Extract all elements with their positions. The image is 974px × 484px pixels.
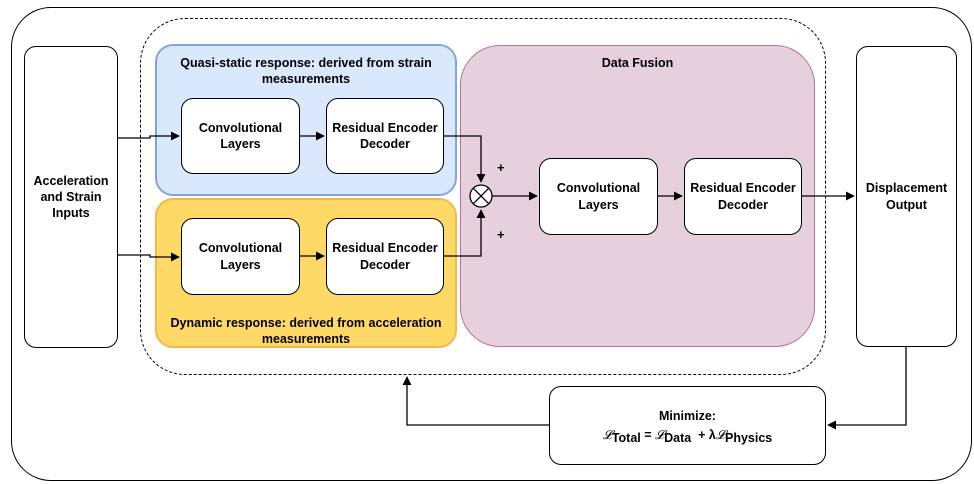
output-box: Displacement Output bbox=[856, 46, 957, 347]
inputs-box: Acceleration and Strain Inputs bbox=[24, 46, 118, 348]
outer-container bbox=[11, 7, 972, 481]
plus-sign-bottom: + bbox=[497, 227, 505, 242]
loss-sub-physics: Physics bbox=[724, 431, 773, 445]
quasi-conv-layers: Convolutional Layers bbox=[181, 98, 300, 174]
quasi-residual-encoder-decoder: Residual Encoder Decoder bbox=[326, 98, 444, 174]
dynamic-title: Dynamic response: derived from accelerat… bbox=[170, 316, 442, 347]
loss-plus-lambda: + λ bbox=[691, 428, 716, 442]
loss-equals: = bbox=[640, 428, 656, 442]
loss-box: Minimize: 𝓛Total = 𝓛Data + λ𝓛Physics bbox=[549, 386, 826, 465]
data-fusion-title: Data Fusion bbox=[601, 56, 674, 70]
loss-symbol-data: 𝓛 bbox=[655, 427, 665, 442]
loss-equation: 𝓛Total = 𝓛Data + λ𝓛Physics bbox=[602, 427, 773, 445]
loss-symbol-total: 𝓛 bbox=[602, 427, 612, 442]
dynamic-conv-layers: Convolutional Layers bbox=[181, 218, 300, 295]
loss-symbol-physics: 𝓛 bbox=[715, 427, 725, 442]
dynamic-residual-encoder-decoder: Residual Encoder Decoder bbox=[326, 218, 444, 295]
loss-sub-data: Data bbox=[664, 431, 692, 445]
quasi-static-title: Quasi-static response: derived from stra… bbox=[180, 56, 432, 87]
plus-sign-top: + bbox=[497, 160, 505, 175]
fusion-residual-encoder-decoder: Residual Encoder Decoder bbox=[684, 158, 802, 235]
loss-title: Minimize: bbox=[659, 408, 716, 423]
fusion-conv-layers: Convolutional Layers bbox=[539, 158, 658, 235]
loss-sub-total: Total bbox=[611, 431, 641, 445]
